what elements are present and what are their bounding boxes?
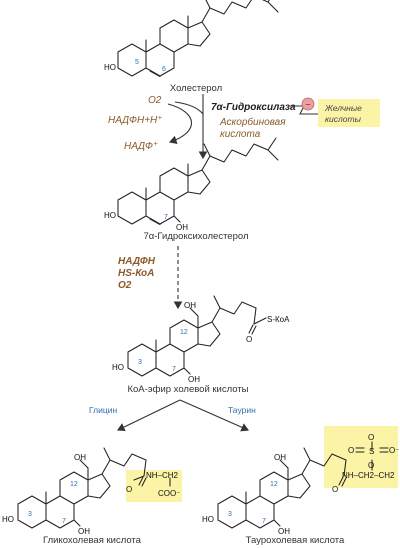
glycine-arrow — [117, 399, 181, 432]
cofactor-label-line1: Аскорбиновая — [219, 116, 286, 128]
oh-group-c12: OH — [74, 453, 86, 462]
ho-group: HO — [104, 211, 116, 220]
oh-group-c7: OH — [278, 527, 290, 536]
cholyl-coa-structure: OH HO OH O S-КоА 3 7 12 — [112, 295, 290, 384]
sulfur-atom: S — [369, 447, 374, 456]
oxo-group: O — [332, 485, 338, 494]
glycine-label: Глицин — [89, 405, 117, 415]
sulfonate-o-left: O — [348, 446, 354, 455]
glycine-chain: NH–CH2 — [146, 471, 179, 480]
coa-ester-label: КоА-эфир холевой кислоты — [127, 384, 248, 395]
sulfonate-o-top: O — [368, 433, 374, 442]
hydroxycholesterol-label: 7α-Гидроксихолестерол — [143, 231, 248, 242]
ring-number-12: 12 — [180, 329, 188, 336]
hydroxycholesterol-structure: HO OH 7 — [104, 137, 279, 232]
glycocholic-acid-label: Гликохолевая кислота — [43, 535, 142, 546]
taurine-highlight — [324, 426, 398, 488]
step2-reagent-line3: O2 — [118, 280, 132, 291]
ho-group: HO — [104, 63, 116, 72]
step2-reagent-line1: НАДФН — [118, 256, 156, 267]
inhibitor-label-line2: кислоты — [325, 114, 362, 124]
taurine-arrow — [179, 399, 250, 432]
ring-number-7: 7 — [262, 518, 266, 525]
ring-number-7: 7 — [164, 214, 168, 221]
step2-reagent-line2: HS-КоА — [118, 268, 154, 279]
ring-number-3: 3 — [138, 359, 142, 366]
s-coa-group: S-КоА — [267, 315, 290, 324]
enzyme-label: 7α-Гидроксилаза — [211, 102, 296, 113]
ring-number-3: 3 — [228, 511, 232, 518]
ring-number-6: 6 — [162, 66, 166, 73]
ring-number-12: 12 — [270, 481, 278, 488]
step1-cofactor-curve — [167, 103, 193, 145]
sulfonate-o-link: O — [368, 461, 374, 470]
cholesterol-structure: HO 5 6 — [104, 0, 279, 78]
oh-group-c7: OH — [176, 223, 188, 232]
ho-group: HO — [112, 363, 124, 372]
step1-oxygen-curve — [174, 101, 204, 115]
cofactor-label-line2: кислота — [220, 129, 261, 140]
oxygen-label: O2 — [148, 95, 162, 106]
ring-number-3: 3 — [28, 511, 32, 518]
carboxylate-group: COO⁻ — [158, 489, 180, 498]
inhibitor-sign: − — [305, 100, 310, 110]
nadph-label: НАДФН+Н⁺ — [108, 115, 163, 126]
inhibitor-sign-circle — [301, 97, 315, 111]
oxo-group: O — [126, 485, 132, 494]
oh-group-c7: OH — [188, 375, 200, 384]
taurocholic-acid-structure: OH HO OH O NH–CH2–CH2 O S O O⁻ O 3 7 12 — [202, 433, 399, 536]
inhibitor-box — [318, 99, 380, 127]
glycine-highlight — [126, 470, 182, 502]
ring-number-7: 7 — [172, 366, 176, 373]
taurine-chain: NH–CH2–CH2 — [342, 471, 395, 480]
glycocholic-acid-structure: OH HO OH O NH–CH2 COO⁻ 3 7 12 — [2, 447, 180, 536]
nadp-label: НАДФ⁺ — [124, 141, 158, 152]
taurocholic-acid-label: Таурохолевая кислота — [246, 535, 345, 546]
oh-group-c7: OH — [78, 527, 90, 536]
ring-number-12: 12 — [70, 481, 78, 488]
ho-group: HO — [2, 515, 14, 524]
sulfonate-o-right: O⁻ — [389, 446, 399, 455]
inhibition-line — [290, 105, 318, 115]
cholesterol-label: Холестерол — [170, 83, 222, 94]
oh-group-c12: OH — [184, 301, 196, 310]
taurine-label: Таурин — [228, 405, 256, 415]
ring-number-5: 5 — [135, 59, 139, 66]
ring-number-7: 7 — [62, 518, 66, 525]
inhibitor-label-line1: Желчные — [324, 103, 362, 113]
ho-group: HO — [202, 515, 214, 524]
oxo-group: O — [246, 335, 252, 344]
oh-group-c12: OH — [274, 453, 286, 462]
